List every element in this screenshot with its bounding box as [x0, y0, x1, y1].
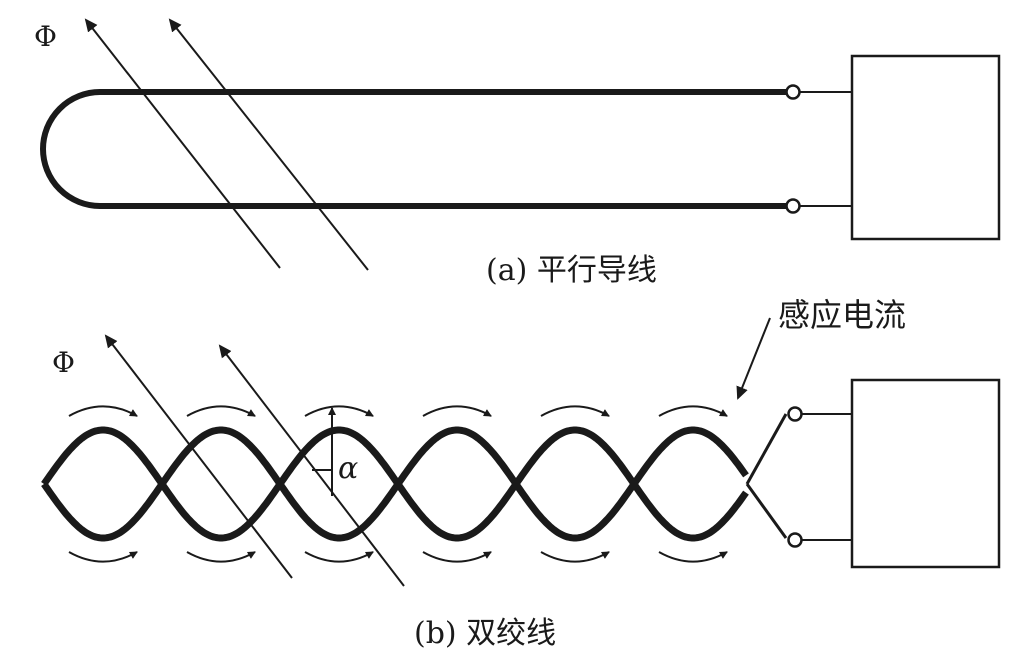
flux-arrow-a-2: [168, 18, 369, 271]
figure-b-twisted-pair: α 感应电流 Φ (b) 双绞线: [41, 296, 1001, 651]
induced-current-arc: [422, 405, 492, 417]
angle-alpha-marker: [312, 407, 336, 496]
receiver-box-b: [850, 378, 1001, 569]
induced-current-arc: [422, 551, 492, 563]
induced-current-arc: [68, 405, 138, 417]
induced-current-arc: [304, 551, 374, 563]
induced-current-pointer: [736, 317, 771, 400]
flux-arrow-b-2: [218, 344, 405, 587]
lead-twist-bottom: [745, 483, 788, 539]
figure-a-parallel-wires: Φ (a) 平行导线: [34, 18, 1001, 288]
twisted-strand-2: [41, 426, 749, 542]
induced-current-label: 感应电流: [778, 296, 906, 334]
receiver-box-a: [850, 54, 1001, 241]
induced-current-arc: [186, 551, 256, 563]
flux-symbol-a: Φ: [34, 20, 57, 53]
induced-current-arc: [540, 405, 610, 417]
induced-current-arc: [540, 551, 610, 563]
twisted-strands: [41, 426, 749, 542]
caption-b: (b) 双绞线: [414, 616, 556, 651]
terminal-b-top: [787, 406, 803, 422]
caption-a: (a) 平行导线: [486, 253, 657, 288]
terminal-b-bottom: [787, 532, 803, 548]
flux-arrow-a-1: [84, 18, 281, 269]
flux-symbol-b: Φ: [52, 346, 75, 379]
flux-arrow-b-1: [104, 334, 293, 579]
induced-current-arc: [658, 551, 728, 563]
induced-current-arcs: [68, 405, 728, 563]
terminal-a-bottom: [785, 198, 801, 214]
induced-current-arc: [658, 405, 728, 417]
parallel-wire-loop: [40, 89, 786, 209]
induced-current-arc: [186, 405, 256, 417]
angle-alpha-label: α: [338, 451, 358, 486]
induced-current-arc: [68, 551, 138, 563]
induced-current-arc: [304, 405, 374, 417]
terminal-a-top: [785, 84, 801, 100]
lead-twist-top: [745, 413, 788, 485]
